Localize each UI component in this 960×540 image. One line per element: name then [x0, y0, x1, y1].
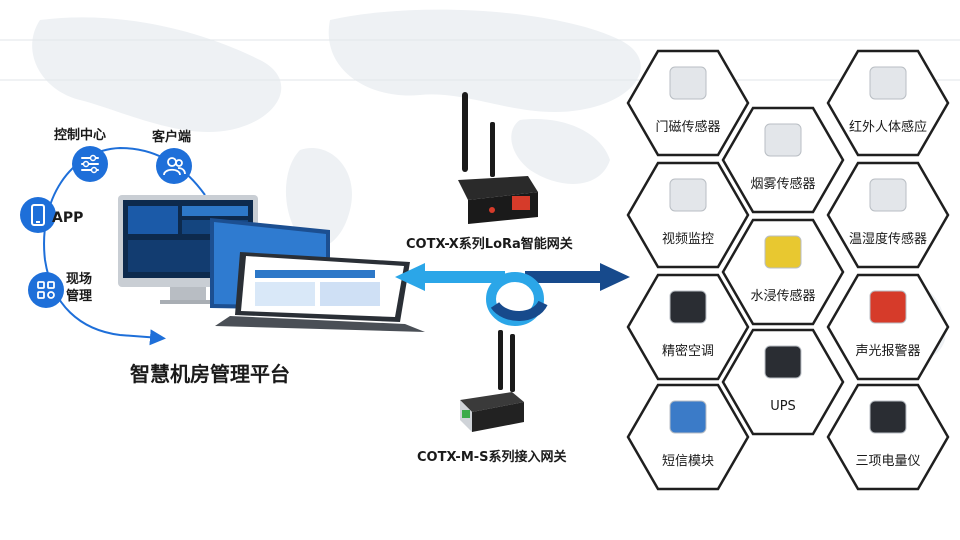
device-label-alarm: 声光报警器 [855, 343, 920, 359]
meter-device-icon [870, 401, 906, 433]
device-tile-sms[interactable]: 短信模块 [628, 385, 748, 489]
ups-device-icon [765, 346, 801, 378]
device-label-video: 视频监控 [662, 232, 714, 247]
device-label-door: 门磁传感器 [655, 119, 720, 135]
device-label-meter: 三项电量仪 [855, 454, 920, 469]
alarm-device-icon [870, 291, 906, 323]
ac-device-icon [670, 291, 706, 323]
water-device-icon [765, 236, 801, 268]
device-tile-meter[interactable]: 三项电量仪 [828, 385, 948, 489]
pir-device-icon [870, 67, 906, 99]
device-label-pir: 红外人体感应 [849, 119, 927, 135]
door-device-icon [670, 67, 706, 99]
device-tile-ups[interactable]: UPS [723, 330, 843, 434]
device-tile-ac[interactable]: 精密空调 [628, 275, 748, 379]
device-tile-door[interactable]: 门磁传感器 [628, 51, 748, 155]
device-tile-temphum[interactable]: 温湿度传感器 [828, 163, 948, 267]
device-label-ups: UPS [770, 399, 796, 414]
device-tile-pir[interactable]: 红外人体感应 [828, 51, 948, 155]
video-device-icon [670, 179, 706, 211]
device-label-ac: 精密空调 [662, 343, 714, 359]
device-label-smoke: 烟雾传感器 [750, 176, 815, 192]
device-label-temphum: 温湿度传感器 [849, 231, 927, 247]
temphum-device-icon [870, 179, 906, 211]
device-tile-video[interactable]: 视频监控 [628, 163, 748, 267]
device-tile-water[interactable]: 水浸传感器 [723, 220, 843, 324]
smoke-device-icon [765, 124, 801, 156]
device-label-water: 水浸传感器 [750, 288, 815, 304]
device-tile-alarm[interactable]: 声光报警器 [828, 275, 948, 379]
sms-device-icon [670, 401, 706, 433]
device-tile-smoke[interactable]: 烟雾传感器 [723, 108, 843, 212]
device-label-sms: 短信模块 [662, 454, 714, 469]
